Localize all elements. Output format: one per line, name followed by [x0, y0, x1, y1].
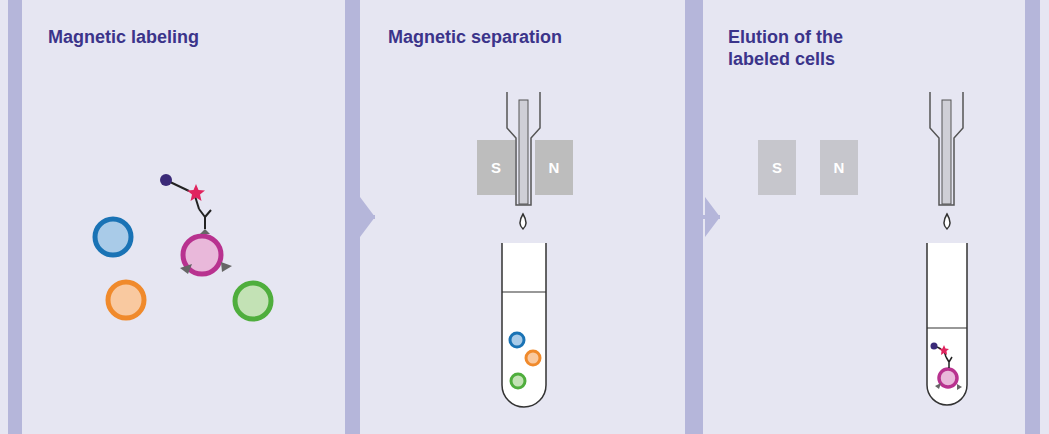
liquid-level — [927, 327, 967, 328]
antigen — [957, 384, 962, 390]
antigen — [221, 262, 232, 272]
antigen — [935, 383, 941, 389]
antigen — [180, 264, 192, 274]
magnet-pole: N — [549, 159, 560, 176]
magnetic-bead — [931, 343, 938, 350]
step-panel: Magnetic separationS N — [375, 0, 685, 434]
fluorochrome-star — [939, 345, 949, 355]
magnet-block: N — [535, 140, 573, 195]
column-matrix — [519, 100, 528, 204]
target-cell — [939, 369, 957, 387]
cell — [511, 374, 525, 388]
magnetic-bead — [160, 174, 172, 186]
step-heading: Magnetic labeling — [48, 26, 328, 48]
antigen — [200, 229, 210, 234]
magnet-block: S — [477, 140, 515, 195]
cell — [108, 282, 144, 318]
step-panel: Magnetic labeling — [22, 0, 345, 434]
cell — [235, 283, 271, 319]
cell — [510, 333, 524, 347]
fluorochrome-star — [187, 184, 205, 201]
magnet-pole: N — [834, 159, 845, 176]
test-tube — [502, 243, 546, 407]
step-chevron — [345, 215, 375, 219]
column-matrix — [942, 100, 951, 204]
step-heading: Elution of the labeled cells — [728, 26, 878, 70]
magnet-block: S — [758, 140, 796, 195]
drop — [520, 214, 526, 229]
liquid-level — [502, 291, 546, 292]
step-panel: Elution of the labeled cellsS N — [720, 0, 1025, 434]
magnet-pole: S — [491, 159, 501, 176]
column — [930, 92, 963, 205]
magnet-pole: S — [772, 159, 782, 176]
stripe — [1025, 0, 1040, 434]
drop — [944, 214, 950, 229]
cell — [95, 219, 131, 255]
step-chevron — [685, 215, 720, 219]
magnet-block: N — [820, 140, 858, 195]
cell — [526, 351, 540, 365]
test-tube — [927, 243, 967, 405]
step-heading: Magnetic separation — [388, 26, 668, 48]
stripe — [8, 0, 22, 434]
antibody — [168, 181, 211, 229]
